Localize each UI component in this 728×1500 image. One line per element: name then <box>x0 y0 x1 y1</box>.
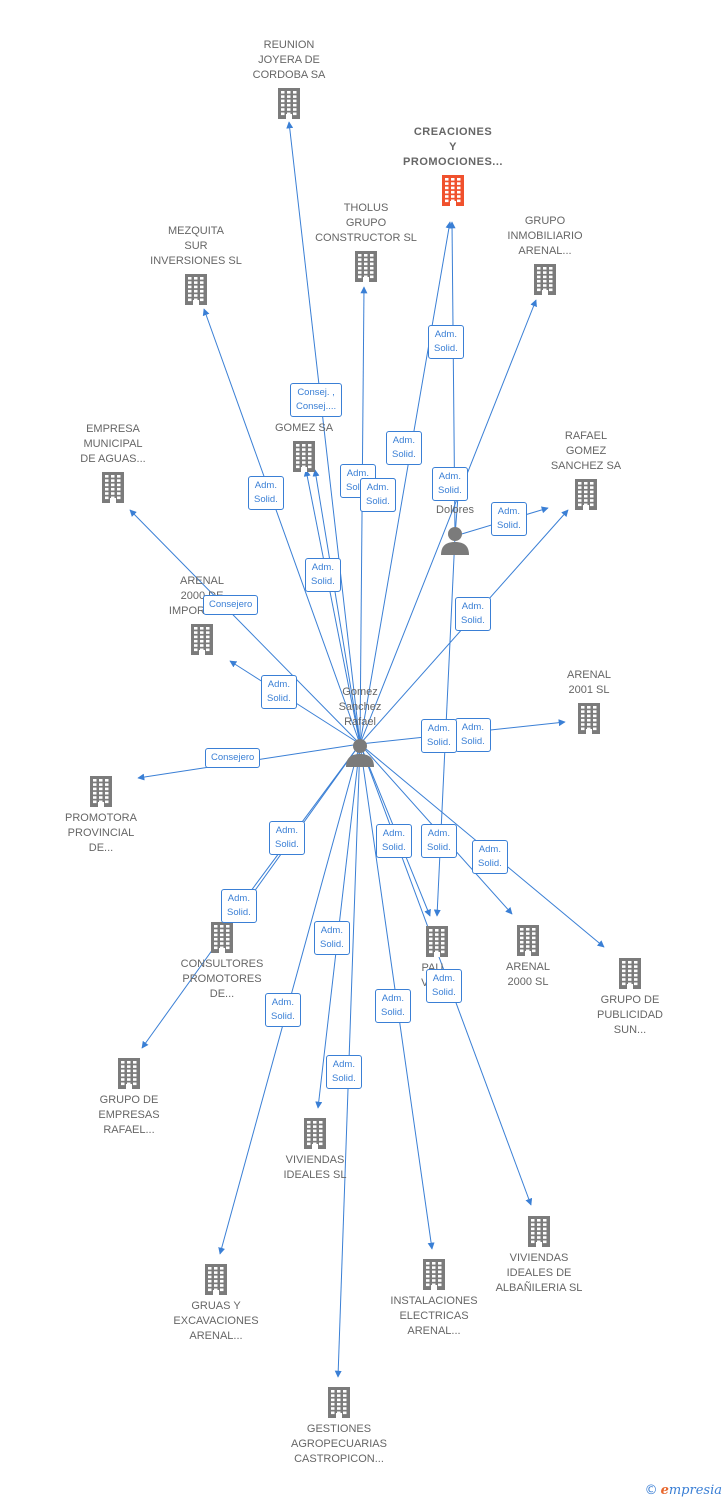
building-icon[interactable] <box>188 623 216 655</box>
node-label-mezquita[interactable]: MEZQUITA SUR INVERSIONES SL <box>150 225 242 267</box>
edge-label-gomez-arenal2000[interactable]: Adm. Solid. <box>472 840 508 874</box>
person-icon[interactable] <box>440 525 470 555</box>
building-icon[interactable] <box>99 471 127 503</box>
edge-gomez-reunion <box>286 121 361 745</box>
edge-label-gomez-reunion[interactable]: Consej. , Consej.... <box>290 383 343 417</box>
building-icon[interactable] <box>531 263 559 295</box>
edge-label-gomez-consultores[interactable]: Adm. Solid. <box>269 821 305 855</box>
building-icon[interactable] <box>202 1263 230 1295</box>
node-label-consultores[interactable]: CONSULTORES PROMOTORES DE... <box>180 958 264 1000</box>
edge-label-gomez-empresa_mun[interactable]: Consejero <box>203 595 259 615</box>
node-label-reunion[interactable]: REUNION JOYERA DE CORDOBA SA <box>252 39 326 81</box>
footer-brand[interactable]: ©empresia <box>645 1483 722 1498</box>
edge-gomez-rgomez <box>312 469 361 745</box>
node-label-gestiones[interactable]: GESTIONES AGROPECUARIAS CASTROPICON... <box>291 1423 387 1465</box>
building-icon[interactable] <box>439 174 467 206</box>
node-label-rafael_gomez_sa[interactable]: RAFAEL GOMEZ SANCHEZ SA <box>550 430 622 472</box>
node-label-arenal2001[interactable]: ARENAL 2001 SL <box>566 669 612 696</box>
building-icon[interactable] <box>420 1258 448 1290</box>
brand-initial: e <box>660 1483 669 1498</box>
building-icon[interactable] <box>275 87 303 119</box>
node-label-empresa_mun[interactable]: EMPRESA MUNICIPAL DE AGUAS... <box>80 423 146 465</box>
edge-label-sm-pau[interactable]: Adm. Solid. <box>421 719 457 753</box>
edge-label-gomez-pau[interactable]: Adm. Solid. <box>376 824 412 858</box>
building-icon[interactable] <box>290 440 318 472</box>
edge-label-gomez-gruas[interactable]: Adm. Solid. <box>265 993 301 1027</box>
edge-gomez-rgomez <box>303 469 361 745</box>
node-label-promotora[interactable]: PROMOTORA PROVINCIAL DE... <box>65 812 137 854</box>
building-icon[interactable] <box>208 921 236 953</box>
building-icon[interactable] <box>325 1386 353 1418</box>
brand-name: mpresia <box>668 1483 722 1498</box>
building-icon[interactable] <box>301 1117 329 1149</box>
building-icon[interactable] <box>182 273 210 305</box>
edge-label-gomez-rafael_gomez_sa[interactable]: Adm. Solid. <box>455 597 491 631</box>
node-label-gruas[interactable]: GRUAS Y EXCAVACIONES ARENAL... <box>173 1300 259 1342</box>
node-label-grupo_inmob[interactable]: GRUPO INMOBILIARIO ARENAL... <box>507 215 583 257</box>
building-icon[interactable] <box>514 924 542 956</box>
edge-label-gomez-promotora[interactable]: Consejero <box>205 748 261 768</box>
edge-label-sm-rgomez[interactable]: Adm. Solid. <box>360 478 396 512</box>
building-icon[interactable] <box>115 1057 143 1089</box>
edge-label-gomez-publicidad[interactable]: Adm. Solid. <box>375 989 411 1023</box>
edge-label-sm-creaciones[interactable]: Adm. Solid. <box>432 467 468 501</box>
edge-label-gomez-gestiones[interactable]: Adm. Solid. <box>326 1055 362 1089</box>
edge-label-gomez-rgomez[interactable]: Adm. Solid. <box>305 558 341 592</box>
node-label-creaciones[interactable]: CREACIONES Y PROMOCIONES... <box>403 126 503 168</box>
edge-gomez-tholus <box>359 286 368 745</box>
building-icon[interactable] <box>572 478 600 510</box>
node-label-viv_ideales[interactable]: VIVIENDAS IDEALES SL <box>283 1154 347 1181</box>
building-icon[interactable] <box>423 925 451 957</box>
edge-gomez-grupo_inmob <box>359 299 537 745</box>
edge-label-gomez-arenal2001[interactable]: Adm. Solid. <box>455 718 491 752</box>
node-label-arenal2000[interactable]: ARENAL 2000 SL <box>505 961 551 988</box>
edge-label-sm-rafael_gomez_sa[interactable]: Adm. Solid. <box>491 502 527 536</box>
copyright-symbol: © <box>644 1483 658 1498</box>
node-label-grupo_emp[interactable]: GRUPO DE EMPRESAS RAFAEL... <box>98 1094 160 1136</box>
building-icon[interactable] <box>525 1215 553 1247</box>
edge-label-gomez-instalaciones[interactable]: Adm. Solid. <box>421 824 457 858</box>
edge-label-gomez-viv_alb[interactable]: Adm. Solid. <box>426 969 462 1003</box>
edge-gomez-empresa_mun <box>129 509 361 745</box>
building-icon[interactable] <box>352 250 380 282</box>
edge-gomez-mezquita <box>202 308 361 745</box>
node-label-gomez[interactable]: Gomez Sanchez Rafael <box>338 686 382 728</box>
node-label-tholus[interactable]: THOLUS GRUPO CONSTRUCTOR SL <box>315 202 417 244</box>
person-icon[interactable] <box>345 737 375 767</box>
building-icon[interactable] <box>616 957 644 989</box>
building-icon[interactable] <box>87 775 115 807</box>
node-label-publicidad[interactable]: GRUPO DE PUBLICIDAD SUN... <box>596 994 664 1036</box>
node-label-instalaciones[interactable]: INSTALACIONES ELECTRICAS ARENAL... <box>390 1295 478 1337</box>
edge-label-gomez-mezquita[interactable]: Adm. Solid. <box>248 476 284 510</box>
edge-label-gomez-grupo_emp[interactable]: Adm. Solid. <box>221 889 257 923</box>
edge-label-gomez-viv_ideales[interactable]: Adm. Solid. <box>314 921 350 955</box>
edge-label-gomez-creaciones[interactable]: Adm. Solid. <box>386 431 422 465</box>
edge-label-gomez-tholus[interactable]: Adm. Solid. <box>340 464 376 498</box>
node-label-viv_alb[interactable]: VIVIENDAS IDEALES DE ALBAÑILERIA SL <box>495 1252 583 1294</box>
edge-label-gomez-arenal_imp[interactable]: Adm. Solid. <box>261 675 297 709</box>
edge-label-gomez-grupo_inmob[interactable]: Adm. Solid. <box>428 325 464 359</box>
edge-gomez-creaciones <box>359 221 453 745</box>
building-icon[interactable] <box>575 702 603 734</box>
